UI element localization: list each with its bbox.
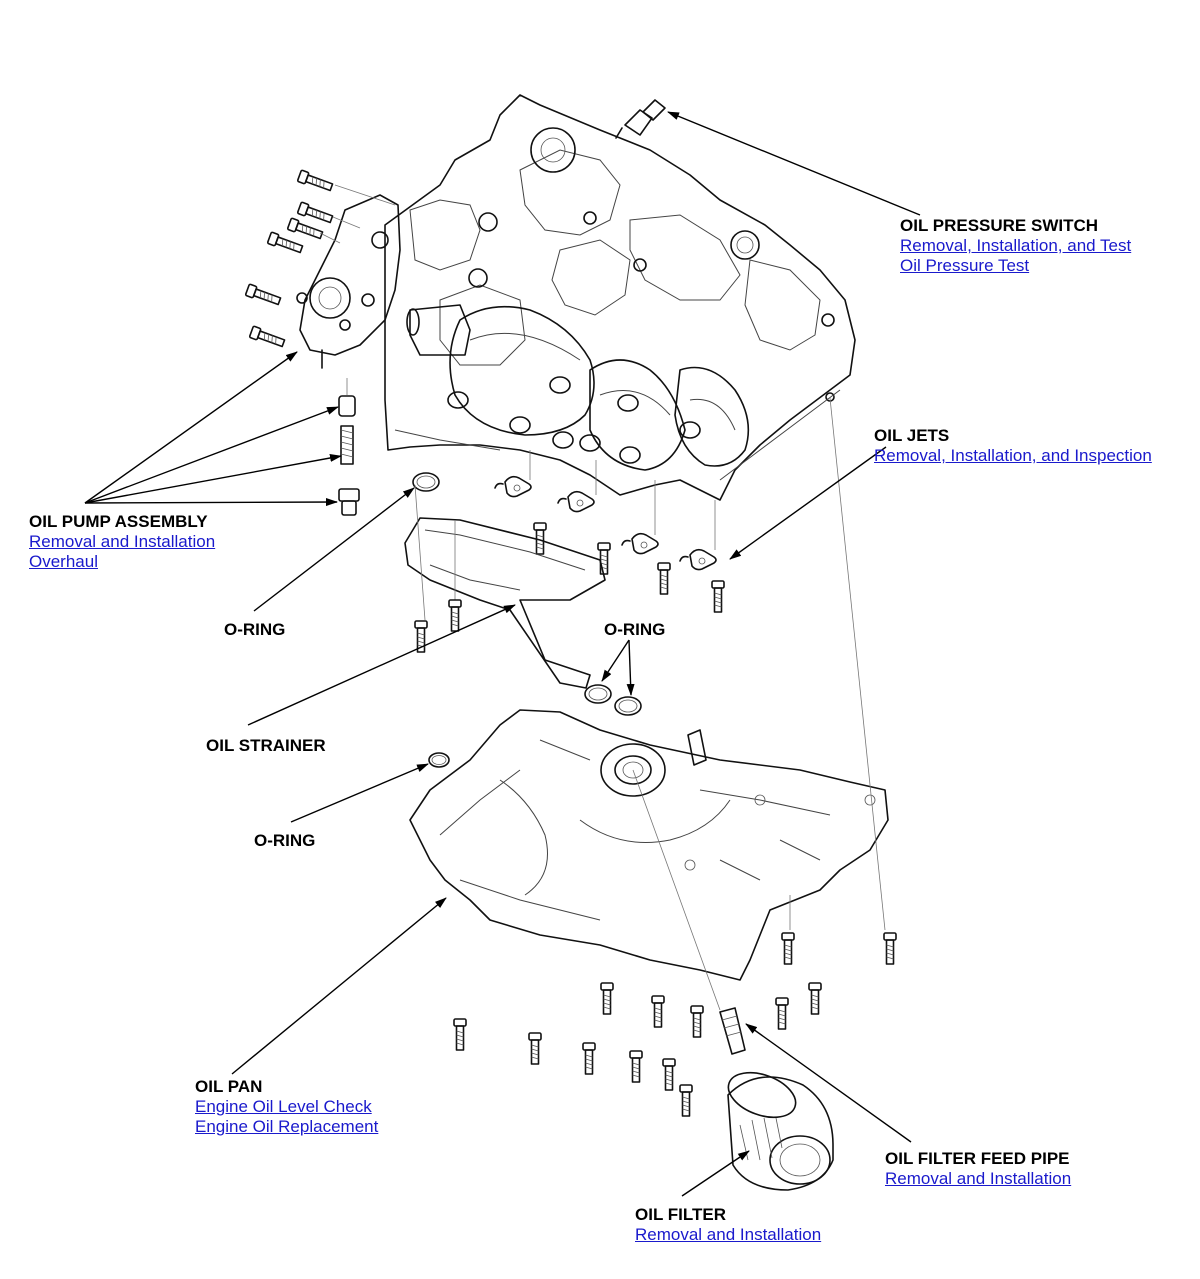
oil-pan-bolts (453, 932, 897, 1117)
oil-pump-assembly-label: OIL PUMP ASSEMBLY (29, 512, 208, 531)
oil-pan-illustration (409, 397, 889, 1011)
callout-oil-pan: OIL PAN Engine Oil Level Check Engine Oi… (195, 1077, 378, 1137)
callout-oil-filter: OIL FILTER Removal and Installation (635, 1205, 821, 1245)
oil-pump-overhaul-link[interactable]: Overhaul (29, 552, 98, 571)
oil-pressure-test-link[interactable]: Oil Pressure Test (900, 256, 1030, 275)
oil-filter-part (727, 1071, 834, 1191)
callout-oil-pump-assembly: OIL PUMP ASSEMBLY Removal and Installati… (29, 512, 215, 572)
o-ring-label: O-RING (254, 831, 316, 850)
callout-o-ring-pan: O-RING (604, 620, 665, 640)
engine-block-illustration (384, 94, 856, 501)
o-ring-label: O-RING (604, 620, 666, 639)
oil-jets-label: OIL JETS (874, 426, 950, 445)
oil-pump-removal-link[interactable]: Removal and Installation (29, 532, 216, 551)
oil-filter-feed-pipe-part (719, 1007, 746, 1055)
callout-o-ring-strainer: O-RING (224, 620, 285, 640)
oil-pump-bolts (244, 169, 396, 350)
engine-oil-level-check-link[interactable]: Engine Oil Level Check (195, 1097, 372, 1116)
callout-oil-jets: OIL JETS Removal, Installation, and Insp… (874, 426, 1152, 466)
oil-pump-illustration (296, 194, 401, 516)
callout-oil-pressure-switch: OIL PRESSURE SWITCH Removal, Installatio… (900, 216, 1131, 276)
oil-strainer-label: OIL STRAINER (206, 736, 326, 755)
leader-lines (84, 111, 921, 1197)
oil-pan-label: OIL PAN (195, 1077, 263, 1096)
oil-strainer-illustration (404, 484, 606, 689)
oil-pressure-switch-part (615, 99, 666, 139)
oil-jets-illustration (494, 450, 725, 613)
oil-jets-removal-link[interactable]: Removal, Installation, and Inspection (874, 446, 1152, 465)
callout-o-ring-side: O-RING (254, 831, 315, 851)
o-ring-label: O-RING (224, 620, 286, 639)
callout-oil-strainer: OIL STRAINER (206, 736, 326, 756)
oil-filter-label: OIL FILTER (635, 1205, 726, 1224)
callout-oil-filter-feed-pipe: OIL FILTER FEED PIPE Removal and Install… (885, 1149, 1071, 1189)
oil-pressure-switch-removal-link[interactable]: Removal, Installation, and Test (900, 236, 1132, 255)
engine-oil-replacement-link[interactable]: Engine Oil Replacement (195, 1117, 379, 1136)
o-rings-illustration (412, 472, 642, 768)
oil-filter-feed-pipe-removal-link[interactable]: Removal and Installation (885, 1169, 1072, 1188)
oil-filter-removal-link[interactable]: Removal and Installation (635, 1225, 822, 1244)
oil-filter-feed-pipe-label: OIL FILTER FEED PIPE (885, 1149, 1070, 1168)
oil-pressure-switch-label: OIL PRESSURE SWITCH (900, 216, 1099, 235)
